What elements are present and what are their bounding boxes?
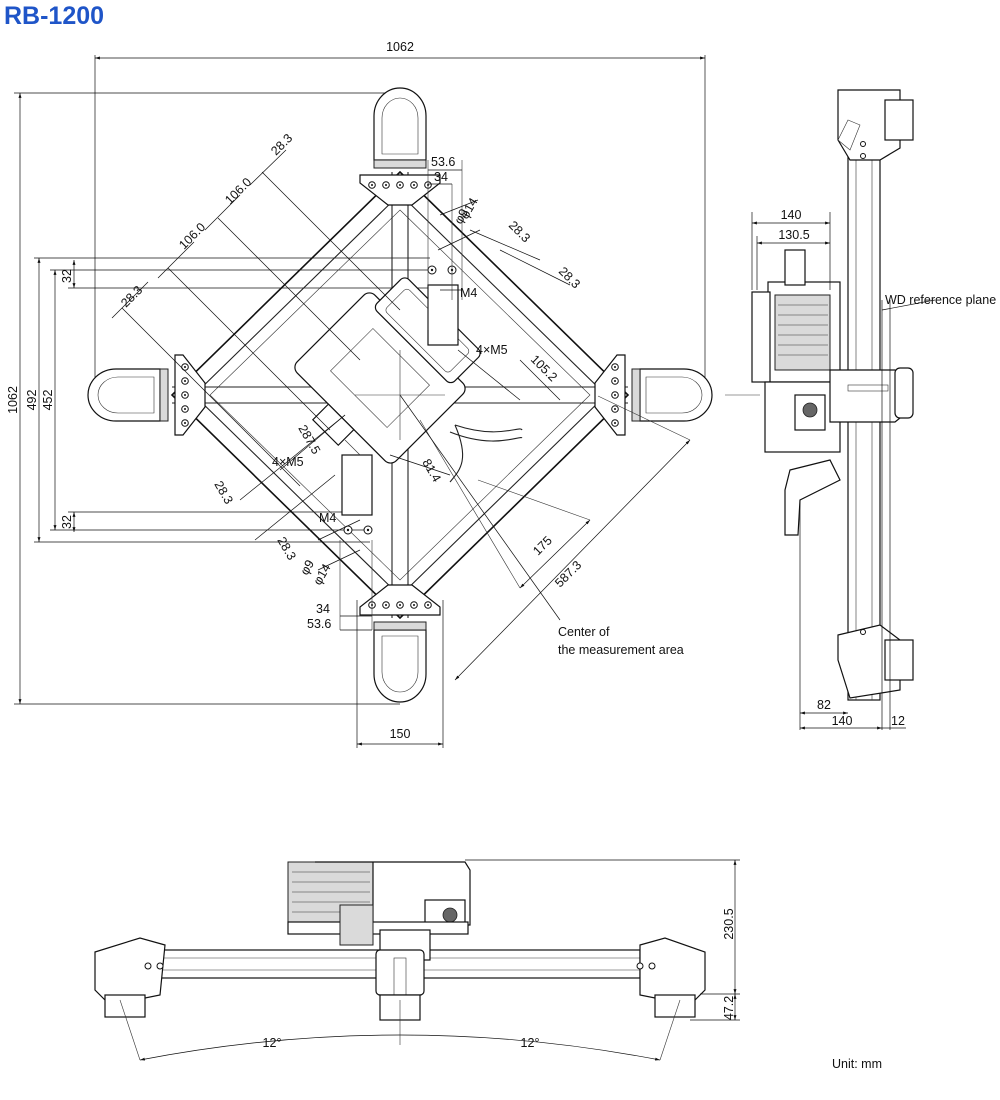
plan-view	[14, 55, 713, 748]
dim-492: 492	[25, 390, 39, 411]
dim-28-3-c: 28.3	[506, 218, 533, 245]
dim-28-3-d: 28.3	[556, 264, 583, 291]
side-dim-140-top: 140	[781, 208, 802, 222]
front-dim-230-5: 230.5	[722, 908, 736, 939]
dim-452: 452	[41, 390, 55, 411]
dim-32-top: 32	[60, 269, 74, 283]
dim-m4-top: M4	[460, 286, 477, 300]
dim-175: 175	[530, 533, 555, 558]
dim-106-a: 106.0	[222, 175, 254, 207]
front-angle-left: 12°	[263, 1036, 282, 1050]
dim-28-3-e: 28.3	[211, 479, 235, 507]
label-wd-reference-plane: WD reference plane	[885, 293, 996, 307]
dim-81-4: 81.4	[419, 457, 443, 485]
dim-150: 150	[390, 727, 411, 741]
side-dim-12: 12	[891, 714, 905, 728]
dim-53-6-bottom: 53.6	[307, 617, 331, 631]
side-dim-140-bottom: 140	[832, 714, 853, 728]
label-center-line1: Center of	[558, 625, 610, 639]
dim-28-3-f: 28.3	[274, 535, 298, 563]
front-dim-47-2: 47.2	[722, 996, 736, 1020]
dim-4xm5-right: 4×M5	[476, 343, 508, 357]
dim-top-width: 1062	[386, 40, 414, 54]
dim-28-3-a: 28.3	[268, 131, 295, 158]
dim-106-b: 106.0	[176, 220, 208, 252]
label-center-line2: the measurement area	[558, 643, 684, 657]
dim-4xm5-left: 4×M5	[272, 455, 304, 469]
drawing-title: RB-1200	[4, 2, 105, 30]
dim-m4-bottom: M4	[319, 511, 336, 525]
side-dim-82: 82	[817, 698, 831, 712]
dim-53-6-top: 53.6	[431, 155, 455, 169]
dim-32-bottom: 32	[60, 515, 74, 529]
dim-phi9-top: φ9	[451, 206, 471, 226]
front-view	[94, 859, 740, 1061]
dim-28-3-b: 28.3	[118, 283, 145, 310]
dim-left-height: 1062	[6, 386, 20, 414]
dim-34-top: 34	[434, 170, 448, 184]
dim-587-3: 587.3	[552, 558, 584, 590]
front-angle-right: 12°	[521, 1036, 540, 1050]
unit-note: Unit: mm	[832, 1057, 882, 1071]
side-dim-130-5: 130.5	[778, 228, 809, 242]
dim-105-2: 105.2	[528, 352, 560, 384]
dim-34-bottom: 34	[316, 602, 330, 616]
side-view	[725, 89, 936, 730]
dim-phi9-bottom: φ9	[297, 557, 317, 577]
